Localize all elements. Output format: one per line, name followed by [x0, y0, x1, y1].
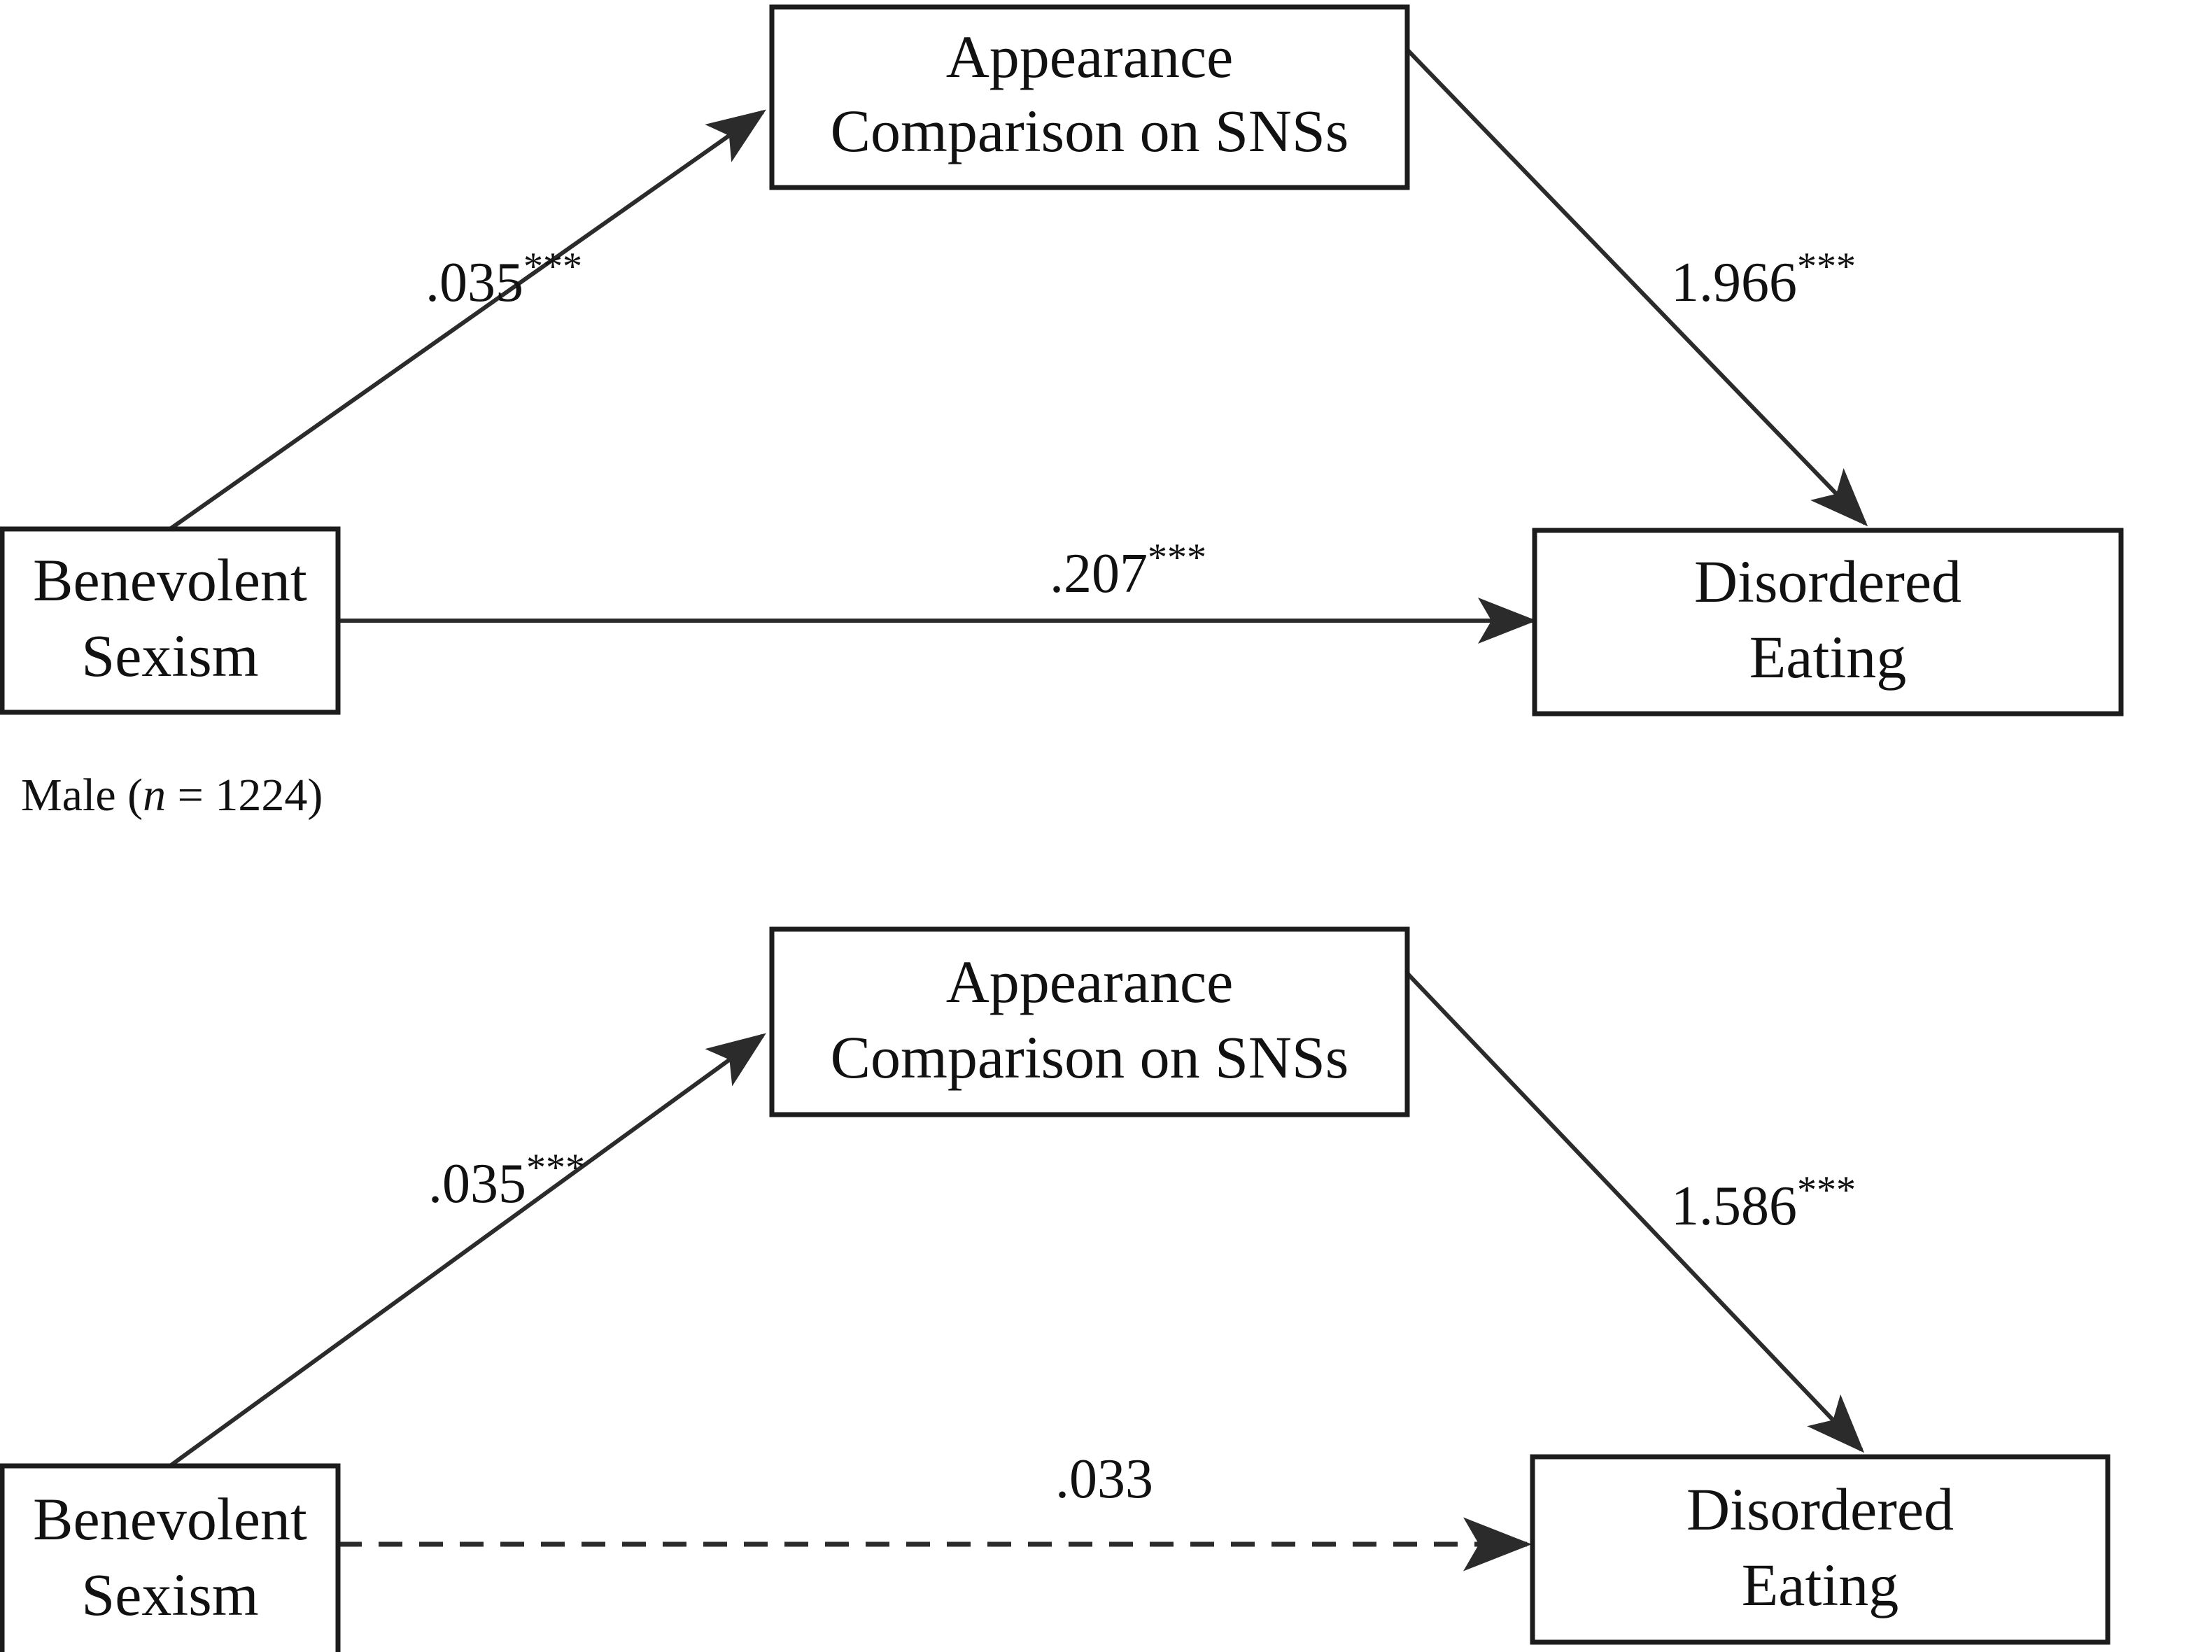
panel-male-c-prime-path-stars: *** [1148, 536, 1206, 579]
panel-male-c-prime-path-value: .207 [1050, 543, 1148, 605]
panel-male-b-path-arrow [1404, 47, 1868, 527]
panel-male-b-path-coefficient: 1.966*** [1671, 245, 1856, 313]
panel-second-b-path-stars: *** [1797, 1169, 1856, 1212]
panel-second-mediator-box [769, 926, 1410, 1117]
panel-second-outcome-label-line2: Eating [1742, 1551, 1899, 1618]
panel-male-mediator-label-line1: Appearance [946, 23, 1234, 90]
panel-male-predictor-label-line1: Benevolent [33, 546, 307, 614]
panel-second-predictor-label-line1: Benevolent [33, 1485, 307, 1553]
panel-second-b-path-coefficient: 1.586*** [1671, 1169, 1856, 1237]
panel-second-c-prime-path-coefficient: .033 [1055, 1448, 1153, 1510]
panel-male-predictor-label-line2: Sexism [81, 622, 258, 689]
panel-second-mediator-label-line1: Appearance [946, 948, 1234, 1015]
panel-second-a-path-value: .035 [428, 1153, 526, 1215]
panel-male-a-path-coefficient: .035*** [425, 245, 582, 313]
panel-second-c-prime-path-value: .033 [1055, 1448, 1153, 1510]
panel-male-group-label: Male (n = 1224) [21, 770, 323, 821]
panel-male-a-path-stars: *** [523, 245, 582, 288]
panel-second-a-path-arrow [169, 1033, 766, 1468]
panel-second-predictor-box [0, 1463, 341, 1652]
panel-male-a-path-value: .035 [425, 252, 523, 313]
panel-male-outcome-label-line1: Disordered [1694, 548, 1961, 615]
panel-male-a-path-arrow [169, 109, 766, 531]
panel-male-mediator-box [769, 4, 1410, 190]
panel-second-predictor-label-line2: Sexism [81, 1561, 258, 1628]
panel-male-mediator-label-line2: Comparison on SNSs [831, 97, 1349, 164]
panel-male-b-path-stars: *** [1797, 245, 1856, 288]
panel-second-outcome-label-line1: Disordered [1686, 1476, 1954, 1543]
panel-male-group-label-suffix: = 1224) [166, 770, 323, 821]
panel-male-b-path-value: 1.966 [1671, 252, 1797, 313]
panel-male-outcome-label-line2: Eating [1749, 623, 1907, 691]
panel-second-a-path-coefficient: .035*** [428, 1146, 585, 1215]
panel-second-b-path-value: 1.586 [1671, 1176, 1797, 1237]
panel-second-a-path-stars: *** [526, 1146, 585, 1189]
panel-male-group-label-n: n [143, 770, 166, 821]
panel-male-outcome-box [1532, 528, 2124, 716]
panel-male-group-label-prefix: Male ( [21, 770, 143, 821]
panel-male-c-prime-path-coefficient: .207*** [1050, 536, 1206, 605]
panel-second-outcome-box [1530, 1454, 2111, 1645]
panel-second-b-path-arrow [1404, 970, 1865, 1453]
panel-male-predictor-box [0, 526, 341, 715]
panel-second-mediator-label-line2: Comparison on SNSs [831, 1024, 1349, 1091]
